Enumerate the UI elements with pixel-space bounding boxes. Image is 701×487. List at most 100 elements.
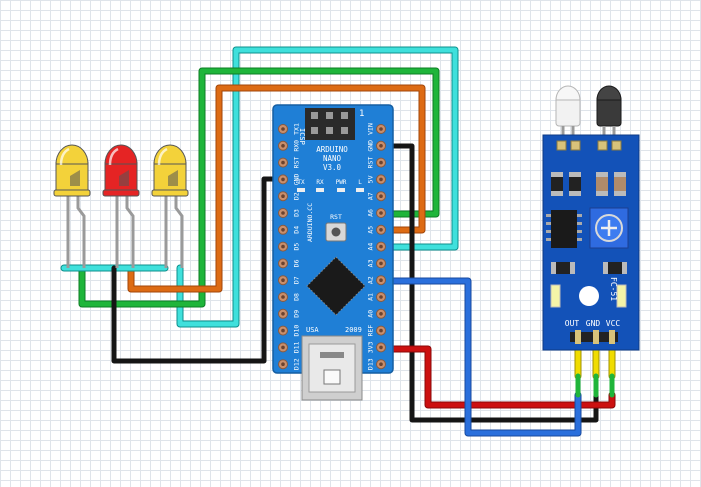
pin-right-rst[interactable]: RST <box>367 157 386 169</box>
sensor-pin-label-out: OUT <box>565 319 580 328</box>
year-label: 2009 <box>345 326 362 334</box>
ir-emitter-led <box>555 85 581 143</box>
wire-black-led-gnd <box>111 176 288 364</box>
mounting-hole <box>579 286 599 306</box>
pin-right-5v[interactable]: 5V <box>367 174 386 185</box>
pin-label: D12 <box>293 358 301 370</box>
pin-label: A4 <box>367 243 375 251</box>
pin-label: RST <box>293 157 301 169</box>
pin-label: A0 <box>367 310 375 318</box>
pin-label: D7 <box>293 276 301 284</box>
wire-black-sensor-gnd <box>376 143 599 423</box>
pin-left-d9[interactable]: D9 <box>278 308 301 319</box>
pin-label: A5 <box>367 226 375 234</box>
pin-label: A2 <box>367 276 375 284</box>
pin-right-gnd[interactable]: GND <box>367 140 386 152</box>
pin-right-vin[interactable]: VIN <box>367 123 386 135</box>
sensor-pin-label-vcc: VCC <box>606 319 621 328</box>
pin-right-ref[interactable]: REF <box>367 325 386 337</box>
pin-left-rx0[interactable]: RX0 <box>278 140 301 152</box>
pin-left-tx1[interactable]: TX1 <box>278 123 301 135</box>
pin-right-a4[interactable]: A4 <box>367 241 386 252</box>
microcontroller-chip <box>306 256 366 316</box>
pin-left-gnd[interactable]: GND <box>278 173 301 185</box>
led-yellow <box>151 144 189 268</box>
pin-left-d8[interactable]: D8 <box>278 292 301 302</box>
led-group <box>53 144 189 268</box>
pin-right-a3[interactable]: A3 <box>367 258 386 269</box>
smd-components <box>551 172 626 196</box>
sensor-header <box>570 330 618 344</box>
ir-receiver-led <box>596 85 622 143</box>
pin-label: D4 <box>293 226 301 234</box>
smd-components-lower <box>550 262 627 308</box>
comparator-chip <box>546 210 582 248</box>
pin-label: 3V3 <box>367 341 375 353</box>
pin-left-d7[interactable]: D7 <box>278 275 301 286</box>
pin-label: D9 <box>293 310 301 318</box>
board-brand: ARDUINO <box>316 145 348 154</box>
pin-label: VIN <box>367 123 375 135</box>
pin-left-d3[interactable]: D3 <box>278 208 301 218</box>
potentiometer[interactable] <box>589 207 629 249</box>
wire-red-vcc-core <box>376 346 615 408</box>
pin-left-rst[interactable]: RST <box>278 157 301 169</box>
pin-label: GND <box>367 140 375 152</box>
pin-right-a6[interactable]: A6 <box>367 208 386 218</box>
pin-right-a7[interactable]: A7 <box>367 191 386 202</box>
wire-green-a6-core <box>79 68 439 307</box>
pin-right-a2[interactable]: A2 <box>367 275 386 286</box>
wire-cyan-a4-core <box>177 47 458 327</box>
pin-label: D2 <box>293 192 301 200</box>
pin-label: 5V <box>367 175 375 183</box>
pin-label: TX1 <box>293 123 301 135</box>
board-version: V3.0 <box>323 163 342 172</box>
svg-text:L: L <box>358 179 362 186</box>
sensor-pin-label-gnd: GND <box>586 319 601 328</box>
pin-left-d4[interactable]: D4 <box>278 224 301 235</box>
pin-left-d11[interactable]: D11 <box>278 341 301 353</box>
pin-right-a1[interactable]: A1 <box>367 292 386 302</box>
made-in-label: USA <box>306 326 319 334</box>
pin-right-a5[interactable]: A5 <box>367 224 386 235</box>
wires <box>60 46 616 437</box>
board-site: ARDUINO.CC <box>306 203 314 242</box>
pin-label: RX0 <box>293 140 301 152</box>
pin-right-d13[interactable]: D13 <box>367 358 386 370</box>
pin-label: A6 <box>367 209 375 217</box>
pin-label: A1 <box>367 293 375 301</box>
pin-left-d6[interactable]: D6 <box>278 258 301 269</box>
wire-blue-out-core <box>376 278 581 436</box>
pin-left-d2[interactable]: D2 <box>278 191 301 202</box>
wire-orange-a5-core <box>128 85 425 292</box>
led-yellow <box>53 144 91 268</box>
svg-text:PWR: PWR <box>336 179 347 186</box>
pin-label: D3 <box>293 209 301 217</box>
header-pin-mark: 1 <box>359 109 364 119</box>
pin-label: D10 <box>293 325 301 337</box>
pin-label: D6 <box>293 259 301 267</box>
ir-sensor-module: FC-51 OUT GND VCC <box>542 85 640 351</box>
pin-label: RST <box>367 157 375 169</box>
pin-right-a0[interactable]: A0 <box>367 308 386 319</box>
pin-label: A3 <box>367 259 375 267</box>
usb-connector <box>301 335 363 401</box>
sensor-model: FC-51 <box>609 277 618 301</box>
pin-label: D13 <box>367 358 375 370</box>
pin-left-d10[interactable]: D10 <box>278 325 301 337</box>
onboard-leds: TX RX PWR L <box>297 179 364 192</box>
icsp-label: ICSP <box>298 128 306 145</box>
pin-label: GND <box>293 173 301 185</box>
pin-label: REF <box>367 325 375 337</box>
pin-label: D8 <box>293 293 301 301</box>
svg-text:TX: TX <box>297 179 305 186</box>
pin-left-d12[interactable]: D12 <box>278 358 301 370</box>
arduino-nano-board: ICSP 1 ARDUINO NANO V3.0 TX RX PWR L ARD… <box>272 104 394 401</box>
board-model: NANO <box>323 154 342 163</box>
pin-left-d5[interactable]: D5 <box>278 241 301 252</box>
led-red <box>102 144 140 268</box>
pin-right-3v3[interactable]: 3V3 <box>367 341 386 353</box>
